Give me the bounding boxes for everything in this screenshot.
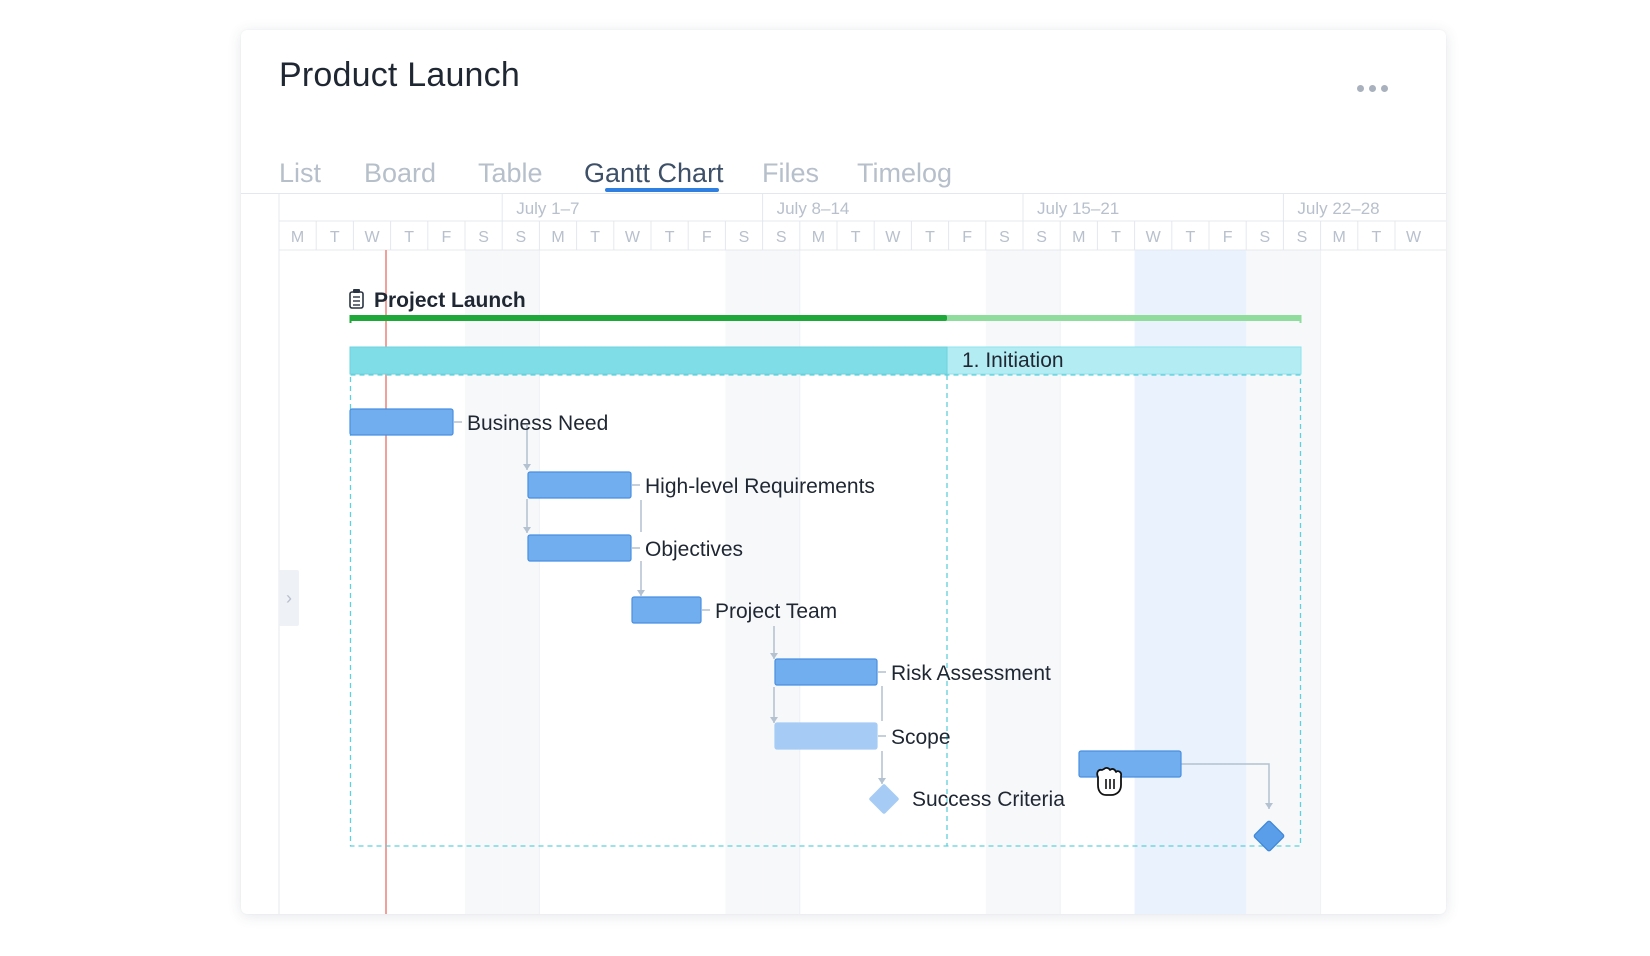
task-bar[interactable] [774,722,878,750]
task-bar[interactable] [527,471,632,499]
task-label: Success Criteria [912,788,1065,811]
week-label: July 15–21 [1037,199,1119,218]
day-label: T [851,229,861,246]
day-label: S [999,229,1010,246]
day-label: M [1072,229,1085,246]
task-label: Business Need [467,412,608,435]
day-label: M [551,229,564,246]
expand-sidebar-icon[interactable]: › [279,570,299,626]
dependency-arrowhead [523,527,531,533]
more-options-icon[interactable] [1352,80,1392,96]
day-label: T [665,229,675,246]
day-label: S [515,229,526,246]
day-label: T [1111,229,1121,246]
day-label: W [885,229,901,246]
day-label: M [1333,229,1346,246]
day-label: W [1406,229,1422,246]
clipboard-icon [349,289,364,309]
project-card: Product Launch List Board Table Gantt Ch… [241,30,1446,914]
day-label: W [364,229,380,246]
dependency-arrowhead [637,590,645,596]
task-label: Project Team [715,600,837,623]
dependency-arrowhead [770,653,778,659]
dependency-arrowhead [523,464,531,470]
week-label: July 8–14 [777,199,850,218]
project-progress-fill [350,315,947,321]
task-bar[interactable] [774,658,878,686]
task-bar[interactable] [631,596,702,624]
day-label: F [442,229,452,246]
day-label: T [404,229,414,246]
dependency-arrowhead [770,717,778,723]
tab-timelog[interactable]: Timelog [857,158,953,188]
task-label: Objectives [645,538,743,561]
day-label: F [1223,229,1233,246]
day-label: F [962,229,972,246]
week-label: July 1–7 [516,199,579,218]
week-label: July 22–28 [1297,199,1379,218]
clipboard-clip [353,289,360,293]
milestone-diamond[interactable] [868,783,899,814]
gantt-canvas: July 1–7 July 8–14 July 15–21 July 22–28M T W… [278,194,1446,914]
day-label: W [1146,229,1162,246]
day-label: T [590,229,600,246]
day-label: M [291,229,304,246]
tab-files[interactable]: Files [762,158,820,188]
dependency-arrowhead [1265,803,1273,809]
tab-list[interactable]: List [279,158,322,188]
phase-label: 1. Initiation [962,349,1064,372]
task-label: High-level Requirements [645,475,875,498]
dragged-task-bar[interactable] [1078,750,1182,778]
day-label: M [812,229,825,246]
task-label: Risk Assessment [891,662,1051,685]
hand-outline [1096,767,1123,796]
day-label: S [1259,229,1270,246]
day-label: S [1036,229,1047,246]
phase-bar-progress [349,346,948,375]
view-tabs: List Board Table Gantt Chart Files Timel… [241,158,1446,218]
day-label: W [625,229,641,246]
page-title: Product Launch [279,56,520,94]
day-label: T [925,229,935,246]
day-label: F [702,229,712,246]
project-row-label: Project Launch [374,289,526,312]
task-label: Scope [891,726,951,749]
tab-board[interactable]: Board [364,158,437,188]
dependency-arrowhead [878,778,886,784]
grab-hand-icon [1096,767,1123,796]
day-label: S [1297,229,1308,246]
task-bar[interactable] [349,408,454,436]
day-label: S [776,229,787,246]
dependency-connector [1181,763,1270,809]
day-label: T [330,229,340,246]
tab-table[interactable]: Table [478,158,543,188]
day-label: T [1372,229,1382,246]
end-milestone-diamond[interactable] [1253,820,1285,852]
tab-gantt-chart[interactable]: Gantt Chart [584,158,724,188]
day-label: T [1186,229,1196,246]
task-bar[interactable] [527,534,632,562]
day-label: S [739,229,750,246]
day-label: S [478,229,489,246]
active-tab-indicator [605,188,719,192]
